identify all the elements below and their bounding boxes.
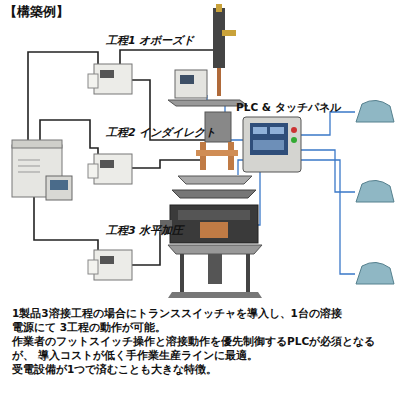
trans-switcher xyxy=(88,64,132,94)
table-leg xyxy=(246,254,250,294)
panel-button xyxy=(253,140,284,150)
panel-button xyxy=(253,127,267,134)
foot-switch xyxy=(356,100,394,122)
electrode xyxy=(217,68,221,96)
switcher-side xyxy=(88,164,98,178)
note-text: 作業者のフットスイッチ操作と溶接動作を優先制御するPLCが必須となるが、 導入コ… xyxy=(12,334,384,362)
power-wire xyxy=(28,52,98,142)
control-wire xyxy=(238,160,243,175)
power-wire xyxy=(120,50,215,64)
panel-lamp xyxy=(291,137,297,143)
foot-pedal xyxy=(356,100,394,122)
welder-gold-part xyxy=(222,30,236,36)
table-column xyxy=(208,254,222,284)
switcher-body xyxy=(94,64,132,94)
foot-pedal xyxy=(356,180,394,202)
control-wire xyxy=(301,112,355,135)
switcher-display xyxy=(100,70,114,78)
pendant-screen xyxy=(50,180,68,190)
trans-switcher xyxy=(88,154,132,184)
power-wire xyxy=(132,160,200,168)
press-rail xyxy=(178,210,250,220)
vent-line xyxy=(18,172,40,173)
panel-lamp xyxy=(291,127,297,133)
switcher-display xyxy=(100,160,114,168)
power-wire xyxy=(34,197,98,250)
switcher-display xyxy=(100,256,114,264)
control-wire xyxy=(301,160,355,274)
opposed-welder xyxy=(168,4,248,106)
process-label: 工程2 インダイレクト xyxy=(106,126,216,140)
welder-cap xyxy=(216,4,222,12)
horizontal-press xyxy=(160,205,262,298)
process-label: 工程3 水平加圧 xyxy=(106,224,183,238)
controller-display xyxy=(180,75,194,84)
switcher-side xyxy=(88,74,98,88)
switcher-side xyxy=(88,260,98,274)
table-leg xyxy=(180,254,184,294)
panel-screen xyxy=(250,123,288,155)
base-plate xyxy=(178,176,252,184)
foot-switch xyxy=(356,180,394,202)
table-foot xyxy=(168,292,262,298)
welder-cylinder xyxy=(213,8,225,68)
panel-button xyxy=(270,127,284,134)
welding-power-supply xyxy=(12,140,72,200)
controller-body xyxy=(175,70,207,98)
copper-electrode xyxy=(200,222,228,238)
pendant-panel xyxy=(46,176,72,200)
control-wire xyxy=(301,150,355,192)
process-label: 工程1 オボーズド xyxy=(106,34,194,48)
press-table xyxy=(168,245,262,254)
trans-switcher xyxy=(88,250,132,280)
note-text: 受電設備が1つで済むことも大きな特徴。 xyxy=(12,362,388,376)
head-controller xyxy=(175,70,207,98)
switcher-body xyxy=(94,250,132,280)
panel-label: PLC & タッチパネル xyxy=(236,101,341,115)
note-text: 1製品3溶接工程の場合にトランススイッチャを導入し、1台の溶接電源にて 3工程の… xyxy=(12,306,342,334)
power-supply-top xyxy=(12,140,62,148)
panel-frame xyxy=(243,117,301,172)
copper-bar xyxy=(196,150,238,156)
vent-line xyxy=(18,160,40,161)
switcher-body xyxy=(94,154,132,184)
base-plate xyxy=(172,190,256,198)
foot-pedal xyxy=(356,262,394,284)
foot-switch xyxy=(356,262,394,284)
plc-touch-panel xyxy=(243,117,301,172)
vent-line xyxy=(18,166,40,167)
diagram-title: 【構築例】 xyxy=(4,4,69,21)
